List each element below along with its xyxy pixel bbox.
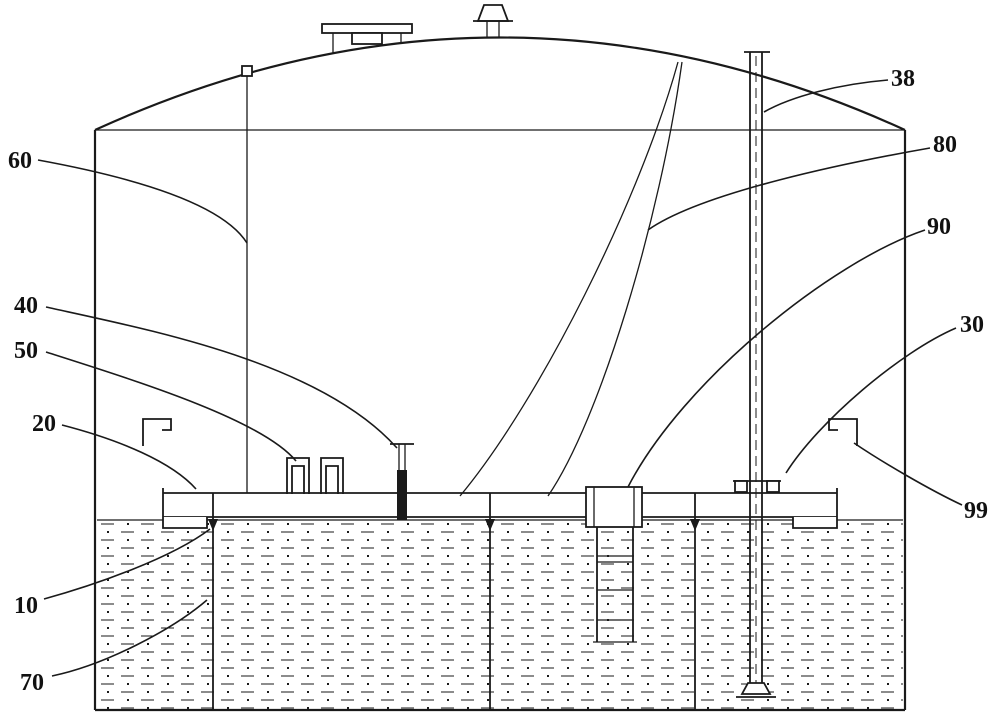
- submerged-ladder: [593, 527, 637, 643]
- support-leg-2-arrow: [485, 519, 495, 531]
- collar-flange-left: [734, 480, 748, 493]
- label-10: 10: [14, 593, 38, 619]
- clamp-fitting-1: [286, 457, 310, 494]
- rolling-ladder-rail-left: [459, 61, 679, 497]
- stored-liquid: [97, 519, 903, 709]
- deck-left-rim: [162, 488, 208, 529]
- reference-labels: 60 40 50 20 10 70 38 80 90 30 99: [8, 66, 988, 696]
- tank-shell: [93, 36, 907, 712]
- label-30: 30: [960, 312, 984, 338]
- leader-70: [51, 599, 208, 677]
- rolling-ladder-rail-right: [547, 61, 683, 497]
- collar-flange-right: [766, 480, 780, 493]
- gauge-pipe-foot: [740, 682, 772, 695]
- leader-50: [45, 351, 297, 462]
- leader-90: [627, 229, 926, 488]
- leader-60: [37, 159, 248, 244]
- leader-20: [61, 424, 197, 490]
- label-60: 60: [8, 148, 32, 174]
- support-leg-1-arrow: [208, 519, 218, 531]
- deck-right-lip-fill: [793, 517, 837, 528]
- label-20: 20: [32, 411, 56, 437]
- leader-lines: [37, 79, 963, 677]
- deck-clamp-fittings: [286, 457, 344, 494]
- label-80: 80: [933, 132, 957, 158]
- rolling-ladder: [459, 61, 683, 497]
- leader-40: [45, 306, 398, 449]
- label-50: 50: [14, 338, 38, 364]
- label-70: 70: [20, 670, 44, 696]
- deck-well: [585, 486, 643, 528]
- leader-99: [853, 442, 963, 506]
- guide-pole: [241, 65, 253, 493]
- right-seal-hanger: [828, 418, 858, 446]
- leader-80: [647, 147, 931, 231]
- liquid-hatch-fill: [97, 520, 903, 709]
- floating-deck: [162, 488, 838, 529]
- deck-right-rim: [792, 488, 838, 529]
- deck-support-legs: [208, 493, 700, 709]
- well-box: [585, 486, 643, 528]
- leader-38: [763, 79, 889, 113]
- vent-cap: [476, 4, 510, 22]
- deck-body: [163, 492, 837, 518]
- roof-hatch: [321, 23, 413, 53]
- hatch-neck: [351, 32, 383, 45]
- tank-dome-roof: [94, 36, 906, 132]
- gauge-pipe: [733, 51, 781, 698]
- clamp-fitting-2: [320, 457, 344, 494]
- label-40: 40: [14, 293, 38, 319]
- guide-pole-cap: [241, 65, 253, 77]
- deck-left-lip-fill: [163, 517, 207, 528]
- leader-10: [43, 528, 211, 600]
- rod-seal-plug: [397, 470, 407, 520]
- support-leg-3-arrow: [690, 519, 700, 531]
- leader-30: [785, 327, 957, 474]
- label-99: 99: [964, 498, 988, 524]
- label-38: 38: [891, 66, 915, 92]
- left-seal-hanger: [142, 418, 172, 446]
- label-90: 90: [927, 214, 951, 240]
- roof-vent: [473, 4, 513, 38]
- hatch-plate: [321, 23, 413, 34]
